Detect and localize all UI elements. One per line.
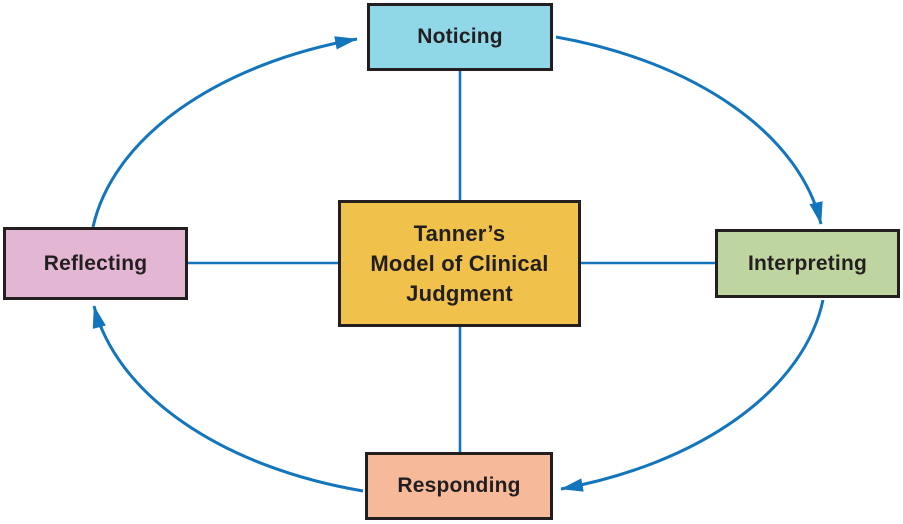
node-reflecting: Reflecting (3, 227, 188, 300)
node-noticing-label: Noticing (417, 25, 503, 48)
center-title-text: Tanner’s Model of Clinical Judgment (370, 219, 548, 309)
node-responding: Responding (365, 452, 553, 520)
arrow-reflecting-to-noticing (91, 36, 358, 228)
node-interpreting-label: Interpreting (747, 251, 868, 275)
node-center-title: Tanner’s Model of Clinical Judgment (338, 200, 581, 327)
arrow-noticing-to-interpreting (555, 35, 823, 225)
node-reflecting-label: Reflecting (43, 251, 148, 275)
center-title-line3: Judgment (406, 280, 513, 306)
center-title-line2: Model of Clinical (370, 250, 549, 276)
node-responding-label: Responding (397, 474, 521, 497)
node-noticing: Noticing (367, 3, 553, 71)
node-interpreting: Interpreting (715, 229, 900, 298)
arrow-responding-to-reflecting (92, 305, 364, 493)
center-title-line1: Tanner’s (413, 220, 506, 246)
arrow-interpreting-to-responding (560, 299, 825, 492)
